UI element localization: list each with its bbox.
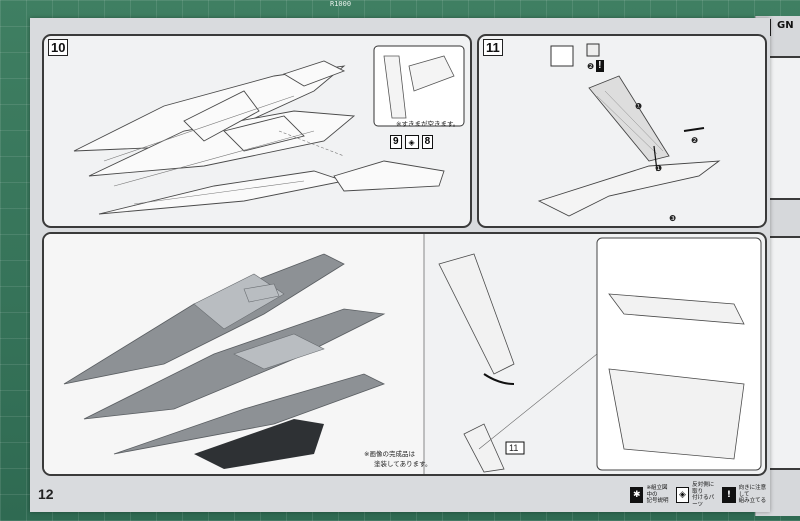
step-11-illustration xyxy=(537,43,721,217)
step-number: 11 xyxy=(483,39,503,56)
step-10-panel: 10 ※すきまが空きます。 xyxy=(42,34,472,228)
legend-text-2: 反対側に取り 付けるパーツ xyxy=(692,482,719,508)
arrow-label-2: ❷ xyxy=(691,136,699,145)
gap-note: ※すきまが空きます。 xyxy=(396,120,460,128)
paint-note-line2: 塗装してあります。 xyxy=(374,460,432,468)
legend-line: 記号説明 xyxy=(646,498,669,505)
part-callout: ❷ ! xyxy=(587,60,604,72)
legend-line: 付けるパーツ xyxy=(692,495,715,508)
ref-step-label: 11 xyxy=(509,443,519,453)
part-label-3: ❸ xyxy=(669,214,677,223)
legend-line: ※組立図中の xyxy=(646,485,668,498)
legend-text-3: 向きに注意して 組み立てる xyxy=(739,485,770,505)
step-10-illustration xyxy=(73,45,465,215)
exclamation-icon: ! xyxy=(722,487,736,503)
paint-note-line1: ※画像の完成品は xyxy=(364,450,415,458)
legend-text-1: ※組立図中の 記号説明 xyxy=(646,485,672,505)
mirror-icon: ◈ xyxy=(675,487,690,503)
arrow-label-1: ❶ xyxy=(655,164,663,173)
exclamation-icon: ! xyxy=(596,60,604,72)
part-number-a: 9 xyxy=(390,135,402,149)
next-page-tag: GN xyxy=(777,20,794,31)
mat-ruler-label: R1000 xyxy=(330,0,352,8)
part-label-1: ❶ xyxy=(635,102,643,111)
manual-page: 10 ※すきまが空きます。 xyxy=(30,18,770,512)
legend-line: 組み立てる xyxy=(738,498,767,505)
star-icon: ✱ xyxy=(630,487,644,503)
legend-line: 向きに注意して xyxy=(738,485,767,498)
part-label: ❷ xyxy=(587,61,595,71)
step-12-panel: 12 ※画 xyxy=(42,232,767,476)
step-number: 10 xyxy=(48,39,69,56)
legend-symbols: ✱ ※組立図中の 記号説明 ◈ 反対側に取り 付けるパーツ ! 向きに注意して … xyxy=(630,482,770,508)
mirror-icon: ◈ xyxy=(404,135,419,149)
part-number-b: 8 xyxy=(421,135,434,149)
legend-line: 反対側に取り xyxy=(692,482,715,495)
part-callout: 9 ◈ 8 xyxy=(390,135,434,149)
page-number: 12 xyxy=(38,486,54,502)
step-12-photo xyxy=(44,234,762,474)
step-11-panel: 11 ❷ ! ❶ ❷ ❶ ❸ xyxy=(477,34,767,228)
